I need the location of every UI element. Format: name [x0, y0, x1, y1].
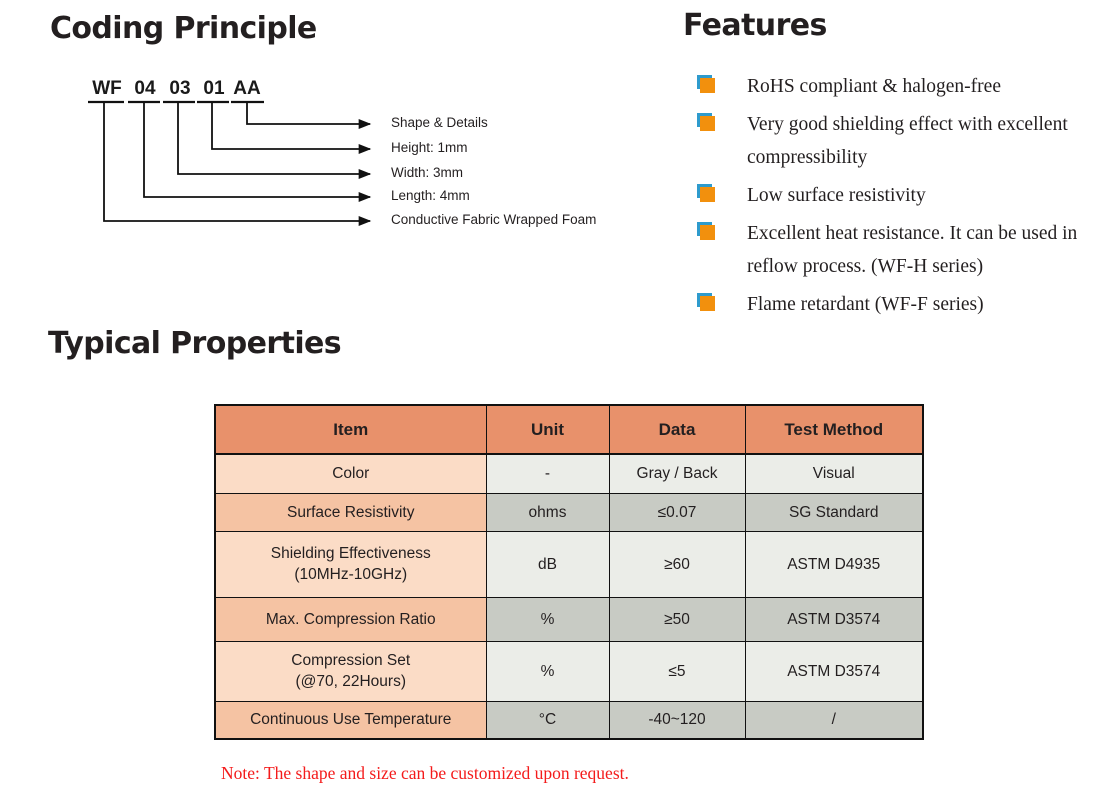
orange-square-bullet-icon: [697, 113, 717, 131]
feature-item: Low surface resistivity: [697, 179, 1107, 212]
features-title: Features: [683, 8, 827, 43]
column-header-unit: Unit: [485, 404, 610, 455]
orange-square-bullet-icon: [697, 75, 717, 93]
leader-label-height: Height: 1mm: [391, 140, 468, 155]
feature-text: Excellent heat resistance. It can be use…: [747, 223, 1078, 277]
feature-text: Low surface resistivity: [747, 185, 926, 206]
orange-square-bullet-icon: [697, 184, 717, 202]
feature-text: Flame retardant (WF-F series): [747, 294, 984, 315]
cell-unit: %: [485, 596, 610, 642]
table-header-row: Item Unit Data Test Method: [214, 404, 924, 455]
cell-test-method: Visual: [744, 453, 924, 494]
table-note: Note: The shape and size can be customiz…: [221, 763, 629, 783]
cell-item-line: (10MHz-10GHz): [294, 566, 408, 583]
cell-unit: %: [485, 640, 610, 702]
typical-properties-table: Item Unit Data Test Method Color -Gray / …: [214, 404, 924, 740]
cell-item-line: Max. Compression Ratio: [265, 610, 436, 628]
orange-square-bullet-icon: [697, 222, 717, 240]
cell-data: ≤0.07: [608, 492, 746, 532]
code-segment-shape: AA: [233, 78, 261, 99]
cell-item-line: Compression Set: [291, 652, 411, 669]
cell-data: ≥60: [608, 530, 746, 598]
leader-label-length: Length: 4mm: [391, 188, 470, 203]
cell-unit: -: [485, 453, 610, 494]
feature-text: RoHS compliant & halogen-free: [747, 76, 1001, 97]
feature-text: Very good shielding effect with excellen…: [747, 114, 1068, 168]
cell-test-method: ASTM D3574: [744, 596, 924, 642]
code-segment-height: 01: [203, 78, 225, 99]
column-header-data: Data: [608, 404, 746, 455]
cell-test-method: /: [744, 700, 924, 740]
code-segment-wf: WF: [92, 78, 122, 99]
cell-test-method: SG Standard: [744, 492, 924, 532]
cell-item: Continuous Use Temperature: [214, 700, 487, 740]
feature-item: Flame retardant (WF-F series): [697, 288, 1107, 321]
cell-test-method: ASTM D3574: [744, 640, 924, 702]
cell-item-line: Continuous Use Temperature: [250, 711, 452, 729]
cell-data: Gray / Back: [608, 453, 746, 494]
cell-item-line: Shielding Effectiveness: [270, 545, 431, 562]
leader-label-shape: Shape & Details: [391, 115, 488, 130]
cell-item: Surface Resistivity: [214, 492, 487, 532]
features-list: RoHS compliant & halogen-free Very good …: [697, 70, 1107, 326]
cell-test-method: ASTM D4935: [744, 530, 924, 598]
cell-item: Color: [214, 453, 487, 494]
column-header-test-method: Test Method: [744, 404, 924, 455]
code-segment-width: 03: [169, 78, 191, 99]
coding-principle-diagram: WF 04 03 01 AA: [0, 60, 680, 250]
cell-unit: ohms: [485, 492, 610, 532]
cell-item-line: Color: [332, 465, 370, 483]
column-header-item: Item: [214, 404, 487, 455]
coding-principle-title: Coding Principle: [50, 11, 317, 46]
cell-item: Max. Compression Ratio: [214, 596, 487, 642]
cell-item: Shielding Effectiveness (10MHz-10GHz): [214, 530, 487, 598]
leader-label-material: Conductive Fabric Wrapped Foam: [391, 212, 597, 227]
leader-label-width: Width: 3mm: [391, 165, 464, 180]
feature-item: Excellent heat resistance. It can be use…: [697, 217, 1107, 283]
cell-data: ≥50: [608, 596, 746, 642]
table-row: Shielding Effectiveness (10MHz-10GHz) dB≥6…: [214, 530, 924, 598]
cell-unit: dB: [485, 530, 610, 598]
cell-data: ≤5: [608, 640, 746, 702]
cell-unit: °C: [485, 700, 610, 740]
orange-square-bullet-icon: [697, 293, 717, 311]
feature-item: RoHS compliant & halogen-free: [697, 70, 1107, 103]
cell-item: Compression Set (@70, 22Hours): [214, 640, 487, 702]
cell-data: -40~120: [608, 700, 746, 740]
cell-item-line: Surface Resistivity: [287, 503, 415, 521]
leader-lines: [88, 100, 372, 227]
code-segment-length: 04: [134, 78, 156, 99]
typical-properties-title: Typical Properties: [48, 326, 342, 361]
cell-item-line: (@70, 22Hours): [295, 673, 407, 690]
table-row: Continuous Use Temperature °C-40~120/: [214, 700, 924, 740]
feature-item: Very good shielding effect with excellen…: [697, 108, 1107, 174]
